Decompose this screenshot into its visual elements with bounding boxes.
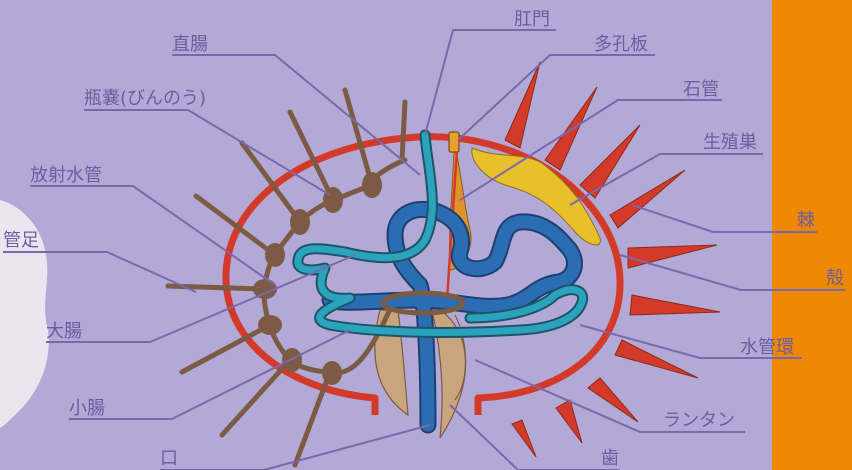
right-panel xyxy=(772,0,852,470)
label-stone-canal: 石管 xyxy=(683,79,719,100)
label-gonad: 生殖巣 xyxy=(703,131,757,153)
label-ampulla: 瓶嚢(びんのう) xyxy=(84,88,206,109)
madreporite xyxy=(449,132,459,152)
spine xyxy=(556,400,582,443)
label-rectum: 直腸 xyxy=(172,34,208,55)
label-mouth: 口 xyxy=(160,448,178,469)
spine xyxy=(512,420,536,457)
label-teeth: 歯 xyxy=(601,448,619,469)
label-small-intestine: 小腸 xyxy=(69,398,105,419)
spine xyxy=(628,245,717,268)
label-radial-canal: 放射水管 xyxy=(30,165,102,186)
spine xyxy=(588,378,638,422)
spine xyxy=(580,125,640,198)
label-ring-canal: 水管環 xyxy=(740,337,794,358)
label-test: 殻 xyxy=(826,268,844,289)
label-anus: 肛門 xyxy=(514,9,550,30)
spine xyxy=(630,295,720,315)
spines xyxy=(505,62,720,457)
label-tube-feet: 管足 xyxy=(3,230,39,251)
label-large-intestine: 大腸 xyxy=(46,321,82,342)
label-spine: 棘 xyxy=(797,210,815,231)
spine xyxy=(545,87,597,170)
label-lantern: ランタン xyxy=(663,410,735,431)
label-madreporite: 多孔板 xyxy=(594,34,648,55)
spine xyxy=(505,62,540,148)
